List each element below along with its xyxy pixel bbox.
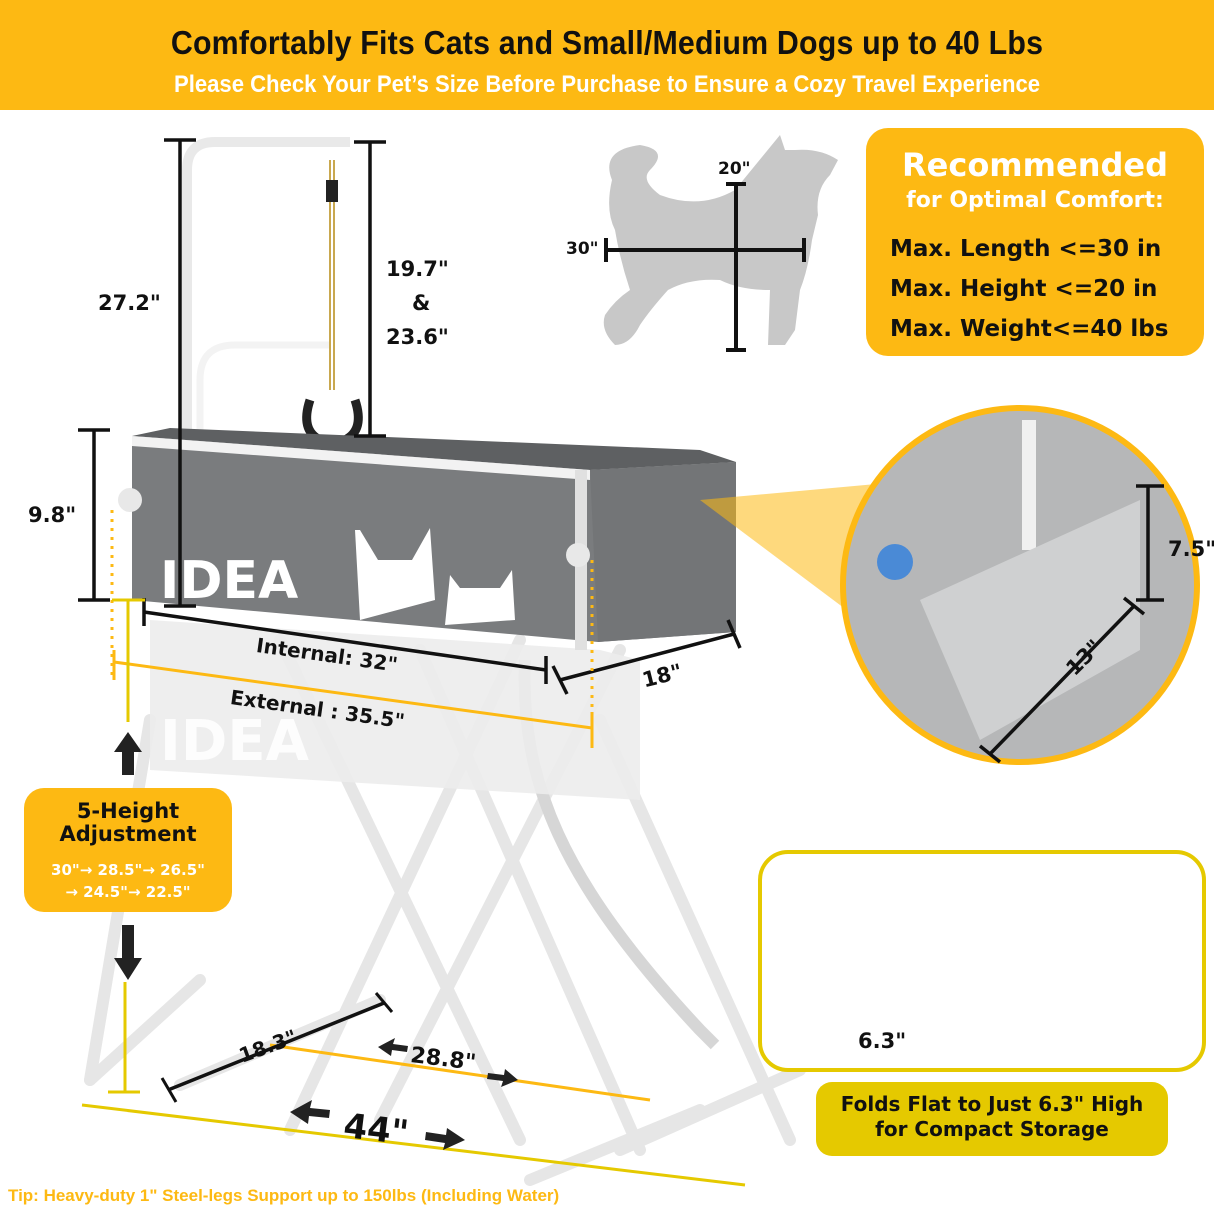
- grooming-loop-icon: [302, 160, 363, 445]
- pocket-dimension-lines: [978, 484, 1164, 764]
- max-weight-line: Max. Weight<=40 lbs: [890, 316, 1169, 342]
- dog-length-label: 30": [566, 239, 599, 259]
- height-steps-line-1: 30"→ 28.5"→ 26.5": [51, 861, 205, 879]
- folded-caption-line-2: for Compact Storage: [875, 1117, 1109, 1141]
- headline: Comfortably Fits Cats and Small/Medium D…: [170, 24, 1044, 61]
- top-banner: Comfortably Fits Cats and Small/Medium D…: [0, 0, 1214, 110]
- recommended-title: Recommended: [902, 146, 1168, 184]
- recommended-subtitle: for Optimal Comfort:: [906, 188, 1164, 213]
- recommended-size-card: Recommended for Optimal Comfort: Max. Le…: [866, 128, 1204, 356]
- pocket-height-label: 7.5": [1168, 537, 1214, 561]
- subheadline: Please Check Your Pet’s Size Before Purc…: [173, 71, 1041, 98]
- folded-caption-line-1: Folds Flat to Just 6.3" High: [840, 1092, 1144, 1116]
- height-steps-line-2: → 24.5"→ 22.5": [65, 882, 191, 901]
- dog-measure-lines: [604, 182, 806, 352]
- height-title-line-1: 5-Height: [76, 799, 180, 823]
- height-adjustment-title: 5-Height Adjustment: [24, 799, 232, 847]
- arm-height-label: 27.2": [98, 291, 161, 315]
- dimension-lines: [78, 138, 742, 695]
- dog-height-label: 20": [718, 159, 751, 179]
- base-outer-span-label: 44": [341, 1106, 411, 1154]
- height-adjust-indicator: [108, 598, 145, 1094]
- loop-height-label-1: 19.7": [386, 257, 449, 281]
- loop-height-label-2: 23.6": [386, 325, 449, 349]
- dog-silhouette-icon: [603, 135, 838, 345]
- loop-height-amp: &: [412, 291, 431, 315]
- folded-caption: Folds Flat to Just 6.3" High for Compact…: [816, 1082, 1168, 1156]
- height-steps: 30"→ 28.5"→ 26.5" → 24.5"→ 22.5": [24, 860, 232, 904]
- tub-depth-label: 9.8": [28, 503, 77, 527]
- tip-text: Tip: Heavy-duty 1" Steel-legs Support up…: [8, 1186, 560, 1205]
- folded-view-card: [758, 850, 1206, 1072]
- span-arrows: [290, 1038, 518, 1150]
- brand-text: IDEA: [160, 551, 298, 611]
- grooming-arm-icon: [182, 137, 350, 600]
- folded-height-label: 6.3": [858, 1029, 907, 1053]
- pocket-detail-icon: [840, 405, 1200, 765]
- height-adjustment-card: 5-Height Adjustment 30"→ 28.5"→ 26.5" → …: [24, 788, 232, 912]
- svg-text:IDEA: IDEA: [160, 709, 310, 774]
- tub-icon: [118, 428, 736, 650]
- height-title-line-2: Adjustment: [59, 822, 197, 847]
- base-dimension-lines: [81, 992, 746, 1187]
- max-length-line: Max. Length <=30 in: [890, 236, 1162, 262]
- max-height-line: Max. Height <=20 in: [890, 276, 1158, 302]
